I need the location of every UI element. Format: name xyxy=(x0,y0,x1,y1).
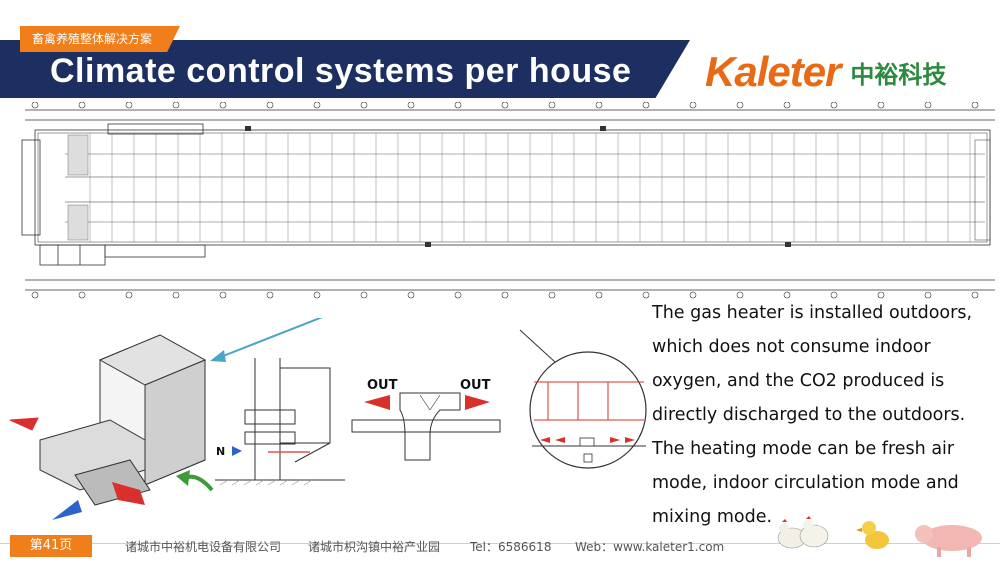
footer-divider xyxy=(0,543,1000,544)
heater-detail-drawings: N OUT OUT xyxy=(9,318,647,520)
arrow-blue-small-icon xyxy=(232,446,242,456)
company-logo: Kaleter 中裕科技 xyxy=(705,48,946,96)
label-out-left: OUT xyxy=(367,378,398,393)
magnified-detail-circle xyxy=(529,351,647,469)
chicken-icon xyxy=(777,516,829,549)
description-text: The gas heater is installed outdoors, wh… xyxy=(652,303,973,527)
arrow-red-left-icon xyxy=(9,417,39,431)
page-title: Climate control systems per house xyxy=(50,52,632,90)
logo-text-cn: 中裕科技 xyxy=(850,60,947,89)
pig-icon xyxy=(915,525,982,557)
t-duct-section-drawing xyxy=(351,392,501,461)
label-n: N xyxy=(216,445,225,458)
page-number-badge: 第41页 xyxy=(10,535,92,557)
label-out-right: OUT xyxy=(460,378,491,393)
footer-web: Web：www.kaleter1.com xyxy=(575,540,725,554)
arrow-out-left-icon xyxy=(364,395,390,410)
arrow-out-right-icon xyxy=(465,395,490,410)
footer-address: 诸城市枳沟镇中裕产业园 xyxy=(308,540,441,554)
footer-company: 诸城市中裕机电设备有限公司 xyxy=(125,540,282,554)
footer-tel: Tel：6586618 xyxy=(470,540,552,554)
arrow-blue-icon xyxy=(52,500,82,520)
livestock-illustration xyxy=(777,516,982,557)
wall-section-drawing xyxy=(215,358,345,481)
logo-text-en: Kaleter xyxy=(705,48,841,95)
duckling-icon xyxy=(856,521,889,549)
house-floor-plan xyxy=(21,102,995,299)
subtitle-tag: 畜禽养殖整体解决方案 xyxy=(20,26,180,52)
gas-heater-isometric xyxy=(39,334,207,506)
